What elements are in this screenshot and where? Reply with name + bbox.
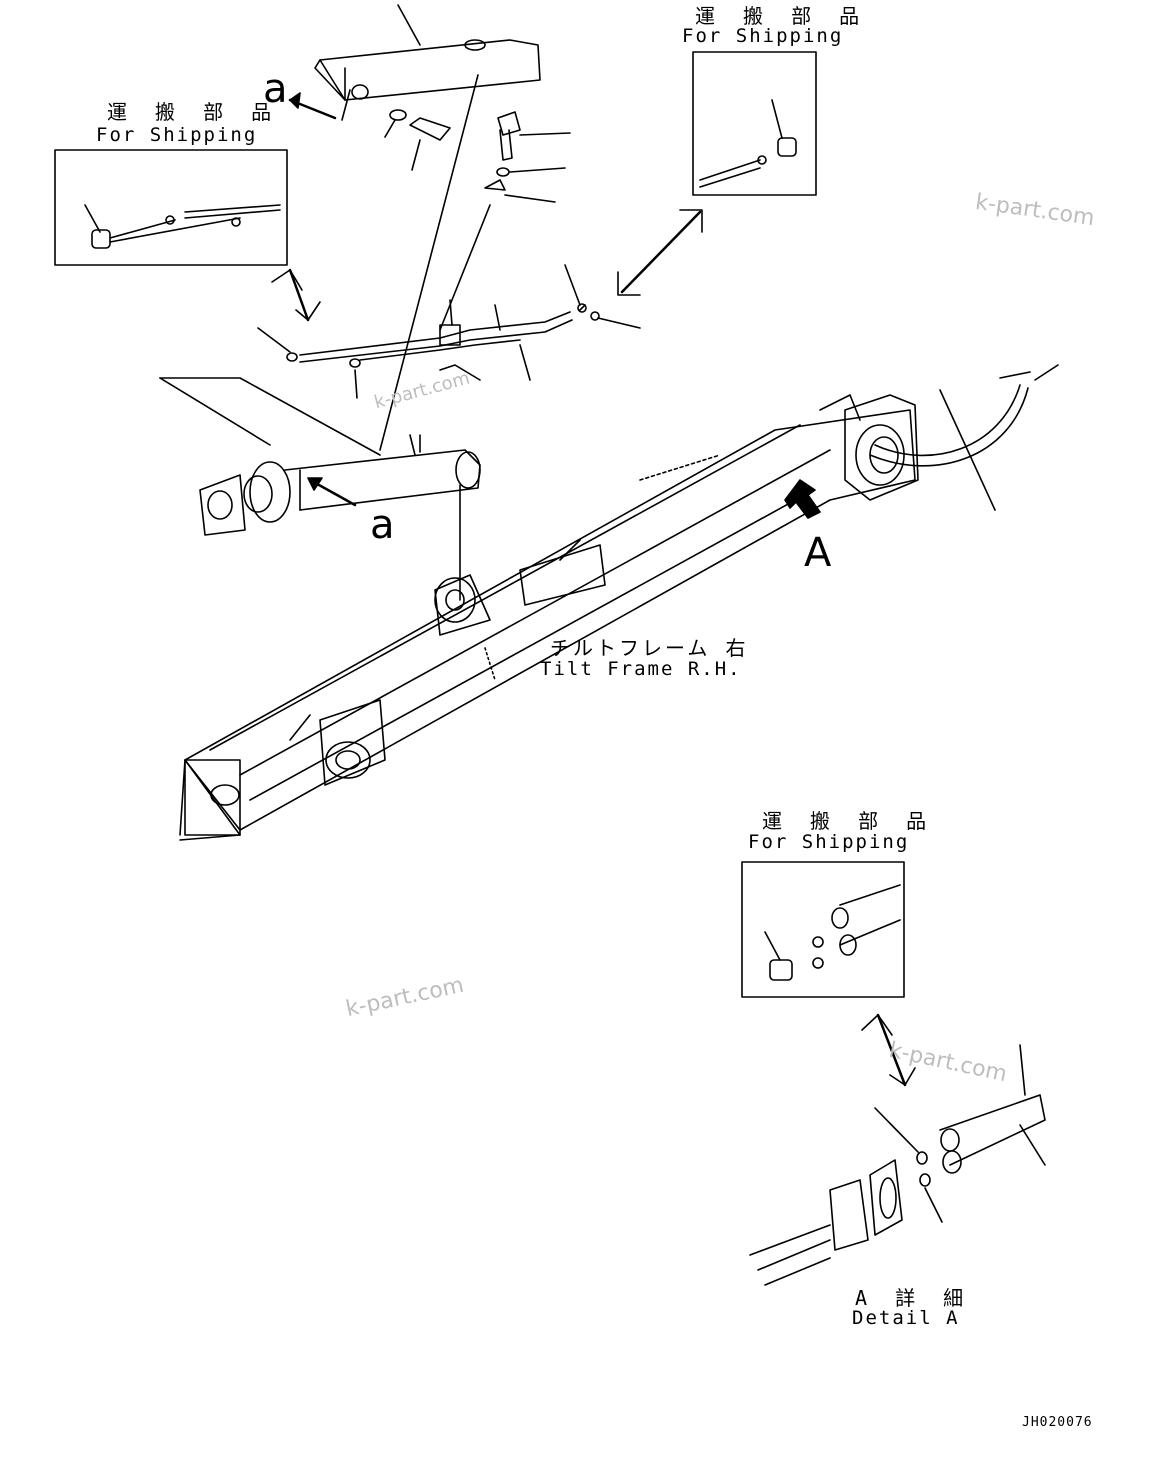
shipping-label-jp-2: 運 搬 部 品	[695, 4, 868, 28]
shipping-box-1	[54, 149, 288, 266]
detail-a-label-en: Detail A	[852, 1307, 960, 1329]
shipping-box-3	[741, 861, 905, 998]
shipping-label-en-1: For Shipping	[96, 124, 258, 146]
drawing-code: JH020076	[1022, 1415, 1093, 1430]
pipe-assembly	[257, 264, 641, 399]
detail-a-label-jp: A 詳 細	[855, 1286, 972, 1310]
tilt-frame	[179, 364, 1059, 841]
view-a-label: A	[804, 530, 832, 576]
callout-a-top: a	[263, 66, 288, 112]
tilt-frame-label-jp: チルトフレーム 右	[550, 636, 749, 660]
shipping-label-jp-1: 運 搬 部 品	[107, 100, 280, 124]
double-arrows	[271, 209, 916, 1087]
shipping-box-2	[692, 51, 817, 196]
shipping-label-jp-3: 運 搬 部 品	[762, 809, 935, 833]
shipping-label-en-3: For Shipping	[748, 831, 910, 853]
hardware-top	[379, 74, 571, 451]
callout-a-bottom: a	[370, 502, 395, 548]
shipping-label-en-2: For Shipping	[682, 25, 844, 47]
detail-a	[749, 1044, 1046, 1286]
tilt-frame-label-en: Tilt Frame R.H.	[540, 658, 742, 680]
cylinder	[159, 377, 481, 536]
tank	[288, 4, 541, 121]
